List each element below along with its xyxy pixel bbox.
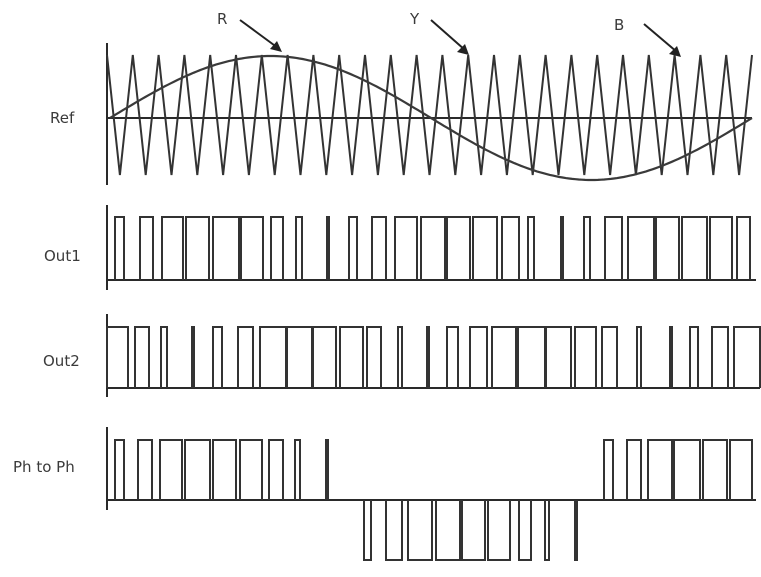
label-r: R [217,10,227,28]
label-out2: Out2 [43,352,80,370]
phph-waveform [114,439,753,561]
label-ph-to-ph: Ph to Ph [13,458,75,476]
out1-waveform [114,216,751,280]
arrow-b-icon [643,23,681,57]
label-out1: Out1 [44,247,81,265]
label-ref: Ref [50,109,75,127]
label-b: B [614,16,624,34]
label-y: Y [409,10,420,28]
arrow-y-icon [430,19,469,55]
triangle-carrier [106,54,753,176]
sine-reference-r [109,54,753,182]
arrow-r-icon [239,19,282,52]
out2-waveform [106,326,761,388]
